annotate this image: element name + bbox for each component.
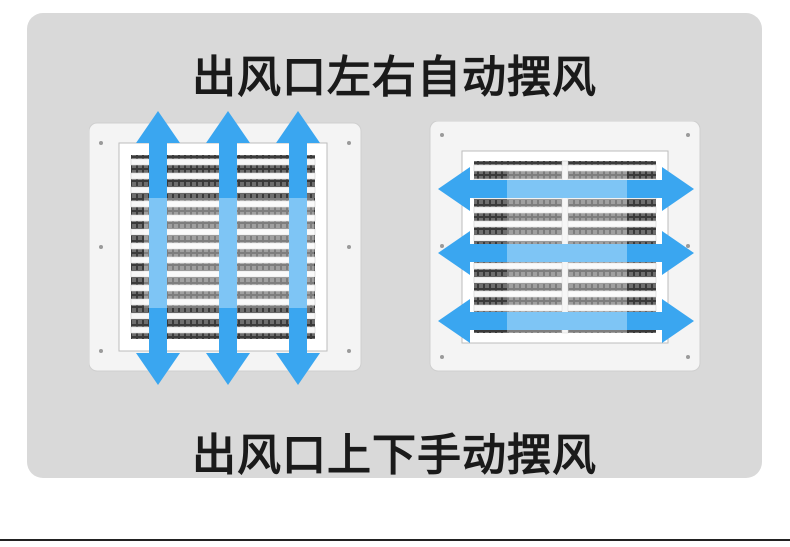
feature-panel: 出风口左右自动摆风 [27,13,762,481]
right-vent-illustration [412,121,707,376]
vent-grille-icon [89,111,362,385]
divider-line [0,539,790,541]
vent-grille-icon [429,121,701,372]
heading-manual-swing: 出风口上下手动摆风 [192,430,597,481]
double-arrow-vertical-icon [136,111,320,385]
heading-auto-swing: 出风口左右自动摆风 [192,52,597,103]
double-arrow-horizontal-icon [438,167,694,343]
left-vent-illustration [89,103,369,393]
